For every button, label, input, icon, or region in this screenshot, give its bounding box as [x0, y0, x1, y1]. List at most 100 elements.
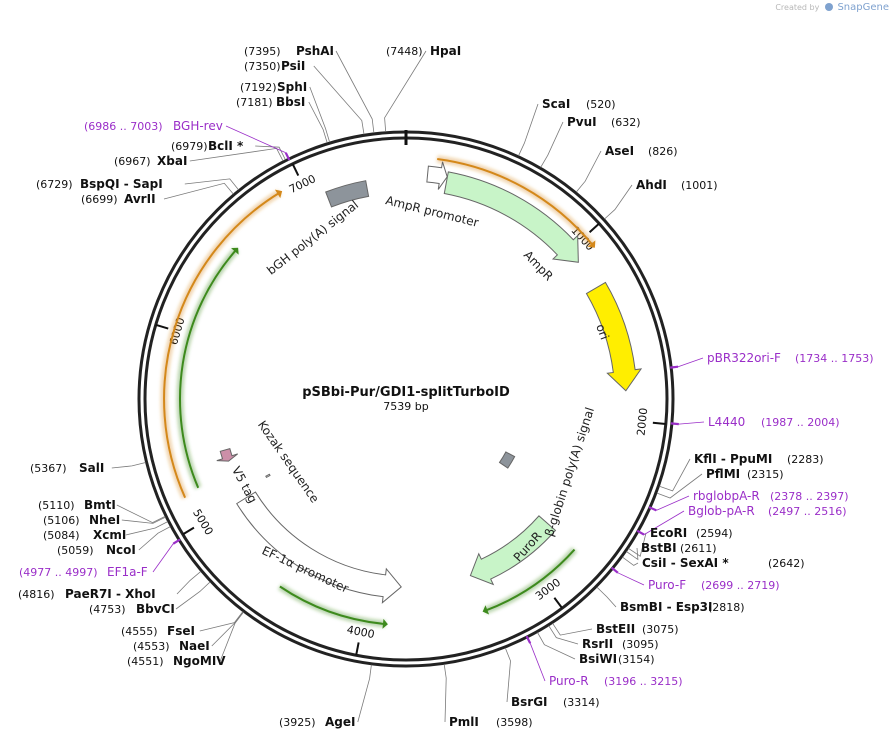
- site-name: XbaI: [157, 154, 187, 168]
- primer-range: (1987 .. 2004): [761, 416, 840, 429]
- site-bmti[interactable]: (5110)BmtI: [38, 498, 116, 512]
- primer-leader-puro-r: [529, 643, 546, 682]
- site-naei[interactable]: (4553)NaeI: [133, 639, 210, 653]
- primer-mark-l4440: [670, 422, 679, 426]
- primer-range: (1734 .. 1753): [795, 352, 874, 365]
- site-pmli[interactable]: (3598)PmlI: [449, 715, 533, 729]
- site-bbvci[interactable]: (4753)BbvCI: [89, 602, 175, 616]
- site-name: BclI *: [208, 139, 244, 153]
- site-bsrgi[interactable]: (3314)BsrGI: [511, 695, 600, 709]
- primer-bgh-rev[interactable]: BGH-rev(6986 .. 7003): [84, 119, 223, 133]
- site-pvui[interactable]: (632)PvuI: [567, 115, 641, 129]
- site-ncoi[interactable]: (5059)NcoI: [57, 543, 136, 557]
- primer-bglob-pa-r[interactable]: Bglob-pA-R(2497 .. 2516): [688, 504, 847, 518]
- primer-mark-rbglobpa-r: [648, 506, 657, 512]
- snapgene-credit: Created by SnapGene: [775, 2, 889, 13]
- orf-arc-1: [436, 155, 596, 248]
- site-xcmi[interactable]: (5084)XcmI: [43, 528, 126, 542]
- site-name: AseI: [605, 144, 634, 158]
- site-position: (5367): [30, 462, 67, 475]
- credit-brand: SnapGene: [837, 2, 889, 13]
- site-name: EcoRI: [650, 526, 687, 540]
- site-rsrii[interactable]: (3095)RsrII: [582, 637, 659, 651]
- primer-ef1a-f[interactable]: EF1a-F(4977 .. 4997): [19, 565, 148, 579]
- site-ahdi[interactable]: (1001)AhdI: [636, 178, 718, 192]
- site-bbsi[interactable]: (7181)BbsI: [236, 95, 305, 109]
- primer-l4440[interactable]: L4440(1987 .. 2004): [708, 415, 840, 429]
- site-position: (5106): [43, 514, 80, 527]
- site-pflmi[interactable]: (2315)PflMI: [706, 467, 784, 481]
- site-avrii[interactable]: (6699)AvrII: [81, 192, 156, 206]
- site-position: (520): [586, 98, 616, 111]
- primer-name: Puro-R: [549, 674, 589, 688]
- leader-csii-sexai: [622, 556, 639, 566]
- feature-label-ampr: AmpR: [521, 248, 556, 284]
- site-sali[interactable]: (5367)SalI: [30, 461, 104, 475]
- site-position: (3314): [563, 696, 600, 709]
- primer-leader-bglob-pa-r: [643, 510, 685, 535]
- site-ecori[interactable]: (2594)EcoRI: [650, 526, 733, 540]
- leader-xcmi: [125, 521, 168, 536]
- site-xbai[interactable]: (6967)XbaI: [114, 154, 187, 168]
- feature-bgh-polya: [325, 180, 370, 208]
- site-csii-sexai[interactable]: (2642)CsiI - SexAI *: [642, 556, 805, 570]
- site-agei[interactable]: (3925)AgeI: [279, 715, 355, 729]
- site-scai[interactable]: (520)ScaI: [542, 97, 616, 111]
- site-hpai[interactable]: (7448)HpaI: [386, 44, 461, 58]
- tick-label-5000: 5000: [190, 507, 216, 538]
- primer-leader-bgh-rev: [225, 125, 286, 154]
- feature-v5-tag: [216, 447, 239, 462]
- site-sphi[interactable]: (7192)SphI: [240, 80, 307, 94]
- site-name: FseI: [167, 624, 195, 638]
- leader-bcli: [255, 145, 286, 160]
- tick-label-4000: 4000: [346, 623, 376, 641]
- site-name: PvuI: [567, 115, 597, 129]
- site-name: AvrII: [124, 192, 156, 206]
- site-position: (4551): [127, 655, 164, 668]
- site-bspqi-sapi[interactable]: (6729)BspQI - SapI: [36, 177, 163, 191]
- leader-avrii: [163, 182, 234, 200]
- primer-puro-f[interactable]: Puro-F(2699 .. 2719): [648, 578, 780, 592]
- site-bstbi[interactable]: (2611)BstBI: [641, 541, 717, 555]
- leader-hpai: [384, 50, 427, 132]
- feature-label-bgh-poly-a-signal: bGH poly(A) signal: [264, 198, 361, 278]
- site-paer7i-xhoi[interactable]: (4816)PaeR7I - XhoI: [18, 587, 156, 601]
- site-bsiwi[interactable]: (3154)BsiWI: [579, 652, 655, 666]
- site-bsteii[interactable]: (3075)BstEII: [596, 622, 679, 636]
- primer-puro-r[interactable]: Puro-R(3196 .. 3215): [549, 674, 683, 688]
- orf-arcs: [160, 155, 596, 629]
- tick-label-7000: 7000: [287, 172, 318, 196]
- site-psii[interactable]: (7350)PsiI: [244, 59, 305, 73]
- site-position: (2642): [768, 557, 805, 570]
- leader-sphi: [309, 86, 330, 143]
- credit-text: Created by: [775, 3, 820, 12]
- site-pshai[interactable]: (7395)PshAI: [244, 44, 334, 58]
- leader-bsrgi: [504, 647, 511, 703]
- leader-bsiwi: [537, 632, 576, 660]
- primer-leader-puro-f: [617, 572, 645, 586]
- primer-leader-ef1a-f: [152, 543, 174, 573]
- tick-mark-1000: [588, 222, 600, 233]
- site-asei[interactable]: (826)AseI: [605, 144, 678, 158]
- tick-label-2000: 2000: [635, 407, 651, 436]
- primer-name: EF1a-F: [107, 565, 148, 579]
- site-fsei[interactable]: (4555) FseI: [121, 624, 195, 638]
- site-bsmbi-esp3i[interactable]: (2818)BsmBI - Esp3I: [620, 600, 745, 614]
- site-bcli[interactable]: (6979)BclI *: [171, 139, 244, 153]
- leader-psii: [313, 65, 365, 135]
- site-nhei[interactable]: (5106)NheI: [43, 513, 120, 527]
- site-position: (4555): [121, 625, 158, 638]
- site-position: (2818): [708, 601, 745, 614]
- site-ngomiv[interactable]: (4551)NgoMIV: [127, 654, 226, 668]
- primer-rbglobpa-r[interactable]: rbglobpA-R(2378 .. 2397): [693, 489, 849, 503]
- site-kfli-ppumi[interactable]: (2283)KflI - PpuMI: [694, 452, 824, 466]
- leader-scai: [518, 103, 539, 156]
- primer-mark-ef1a-f: [172, 538, 181, 545]
- primer-pbr322ori-f[interactable]: pBR322ori-F(1734 .. 1753): [707, 351, 874, 365]
- site-name: NcoI: [106, 543, 136, 557]
- site-position: (4553): [133, 640, 170, 653]
- orf-arc-5: [176, 247, 239, 490]
- orf-arc-3: [277, 583, 388, 629]
- site-name: PshAI: [296, 44, 334, 58]
